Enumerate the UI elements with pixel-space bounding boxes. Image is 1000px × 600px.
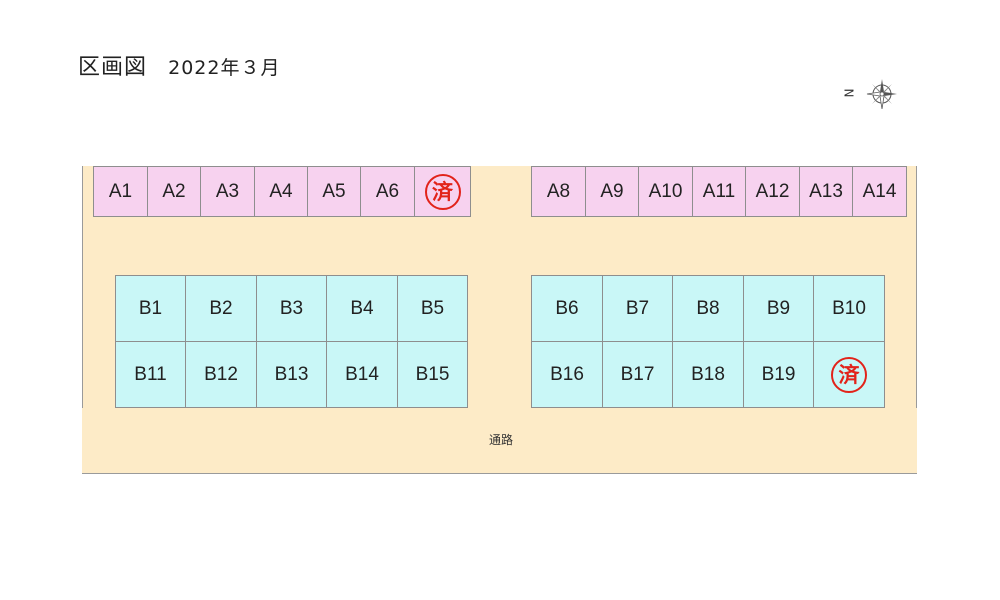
compass: N [841,78,900,110]
parking-spot[interactable]: B8 [672,275,744,342]
parking-spot[interactable]: A14 [852,166,907,217]
compass-rose-icon [866,79,897,110]
spot-label: A3 [215,180,240,202]
parking-spot[interactable]: A3 [200,166,255,217]
parking-spot[interactable]: B4 [326,275,398,342]
spot-label: A14 [862,180,897,202]
parking-spot[interactable]: B2 [185,275,257,342]
spot-label: B6 [555,297,579,319]
spot-label: B3 [279,297,304,319]
parking-spot[interactable]: A11 [692,166,746,217]
spot-label: B14 [345,363,379,385]
spot-label: B18 [691,363,725,385]
parking-spot[interactable]: B7 [602,275,673,342]
spot-label: A13 [809,180,843,202]
parking-spot[interactable]: B10 [813,275,885,342]
parking-spot[interactable]: B18 [672,341,744,408]
parking-spot[interactable]: B11 [115,341,186,408]
parking-spot[interactable]: A4 [254,166,308,217]
spot-label: A1 [108,180,133,202]
spot-label: A6 [375,180,400,202]
parking-spot[interactable]: B13 [256,341,327,408]
lot-left-border [82,166,83,408]
spot-label: B5 [420,297,445,319]
spot-label: A12 [755,180,790,202]
spot-label: B7 [625,297,650,319]
parking-spot[interactable]: B3 [256,275,327,342]
parking-spot[interactable]: A8 [531,166,586,217]
spot-label: B1 [138,297,163,319]
parking-spot[interactable]: A12 [745,166,800,217]
parking-spot[interactable]: B15 [397,341,468,408]
spot-label: B10 [832,297,866,319]
spot-label: B17 [620,363,655,385]
parking-spot[interactable]: B6 [531,275,603,342]
road-bottom-border [82,473,917,474]
parking-spot-sold[interactable]: 済 [414,166,471,217]
spot-label: A5 [322,180,346,202]
parking-spot[interactable]: A13 [799,166,853,217]
spot-label: A10 [648,180,683,202]
lot-right-border [916,166,917,408]
spot-label: B15 [415,363,450,385]
parking-spot[interactable]: B16 [531,341,603,408]
parking-spot[interactable]: B5 [397,275,468,342]
parking-spot[interactable]: A9 [585,166,639,217]
parking-spot[interactable]: B12 [185,341,257,408]
parking-spot[interactable]: A1 [93,166,148,217]
spot-label: B4 [350,297,374,319]
parking-spot[interactable]: A2 [147,166,201,217]
spot-label: A9 [600,180,624,202]
spot-label: B13 [274,363,309,385]
parking-spot[interactable]: B17 [602,341,673,408]
spot-label: B8 [696,297,720,319]
spot-label: B16 [550,363,584,385]
parking-spot[interactable]: B1 [115,275,186,342]
spot-label: B2 [209,297,233,319]
spot-label: B19 [761,363,796,385]
sold-stamp: 済 [831,356,867,393]
spot-label: B9 [766,297,791,319]
spot-label: A8 [546,180,571,202]
parking-spot-sold[interactable]: 済 [813,341,885,408]
page-title: 区画図 2022年３月 [78,49,280,81]
page-title-main: 区画図 [78,55,148,80]
north-label: N [841,88,856,98]
parking-spot[interactable]: A5 [307,166,361,217]
road-label: 通路 [488,433,513,447]
parking-spot[interactable]: B9 [743,275,814,342]
parking-spot[interactable]: B14 [326,341,398,408]
page-title-date: 2022年３月 [168,57,281,79]
spot-label: A4 [269,180,293,202]
sold-stamp: 済 [424,173,461,210]
spot-label: B11 [134,363,167,385]
parking-spot[interactable]: A10 [638,166,693,217]
parking-spot[interactable]: A6 [360,166,415,217]
spot-label: B12 [204,363,238,385]
parking-spot[interactable]: B19 [743,341,814,408]
spot-label: A11 [702,180,736,202]
spot-label: A2 [162,180,186,202]
